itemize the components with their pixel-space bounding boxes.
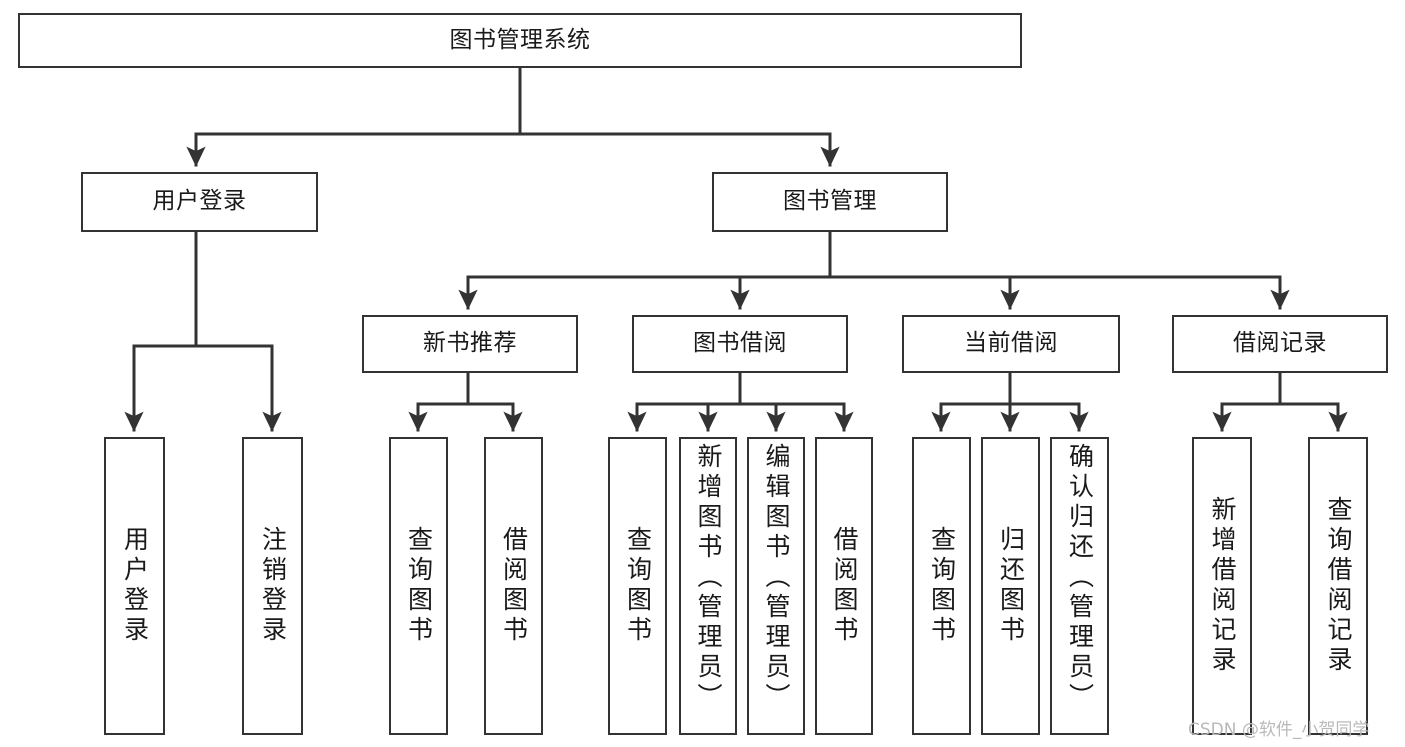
leaf-new-book-borrow-books[interactable]: 借阅图书: [484, 437, 543, 735]
leaf-borrow-record-add-record[interactable]: 新增借阅记录: [1192, 437, 1252, 735]
node-label: 借阅记录: [1233, 330, 1327, 357]
node-book-borrow[interactable]: 图书借阅: [632, 315, 848, 373]
node-root-book-management-system[interactable]: 图书管理系统: [18, 13, 1022, 68]
leaf-book-borrow-query-books[interactable]: 查询图书: [608, 437, 667, 735]
node-label: 新增借阅记录: [1208, 496, 1237, 676]
node-label: 图书管理系统: [449, 26, 591, 53]
csdn-watermark: CSDN @软件_小贺同学: [1188, 720, 1370, 740]
node-label: 借阅图书: [830, 526, 859, 646]
node-label: 归还图书: [996, 526, 1026, 646]
node-label: 编辑图书（管理员）: [762, 443, 791, 713]
node-new-book-recommend[interactable]: 新书推荐: [362, 315, 578, 373]
node-label: 图书借阅: [693, 330, 787, 357]
node-label: 注销登录: [258, 526, 288, 646]
node-label: 借阅图书: [499, 526, 529, 646]
leaf-current-borrow-confirm-return-admin[interactable]: 确认归还（管理员）: [1050, 437, 1109, 735]
leaf-book-borrow-add-book-admin[interactable]: 新增图书（管理员）: [679, 437, 737, 735]
leaf-current-borrow-return-books[interactable]: 归还图书: [981, 437, 1040, 735]
leaf-new-book-query-books[interactable]: 查询图书: [389, 437, 448, 735]
node-label: 查询借阅记录: [1324, 496, 1353, 676]
node-label: 用户登录: [120, 526, 150, 646]
leaf-user-login-signout[interactable]: 注销登录: [242, 437, 303, 735]
leaf-borrow-record-query-record[interactable]: 查询借阅记录: [1308, 437, 1368, 735]
node-label: 查询图书: [927, 526, 957, 646]
node-current-borrow[interactable]: 当前借阅: [902, 315, 1120, 373]
node-book-management[interactable]: 图书管理: [712, 172, 948, 232]
node-label: 确认归还（管理员）: [1065, 443, 1095, 713]
node-borrow-record[interactable]: 借阅记录: [1172, 315, 1388, 373]
node-label: 当前借阅: [964, 330, 1058, 357]
node-label: 图书管理: [783, 188, 877, 215]
leaf-book-borrow-borrow-books[interactable]: 借阅图书: [815, 437, 873, 735]
leaf-current-borrow-query-books[interactable]: 查询图书: [912, 437, 971, 735]
node-label: 查询图书: [623, 526, 653, 646]
node-label: 新增图书（管理员）: [694, 443, 723, 713]
node-label: 查询图书: [404, 526, 434, 646]
leaf-book-borrow-edit-book-admin[interactable]: 编辑图书（管理员）: [747, 437, 805, 735]
leaf-user-login-signin[interactable]: 用户登录: [104, 437, 165, 735]
node-label: 新书推荐: [423, 330, 517, 357]
node-label: 用户登录: [152, 188, 247, 215]
node-user-login[interactable]: 用户登录: [81, 172, 318, 232]
